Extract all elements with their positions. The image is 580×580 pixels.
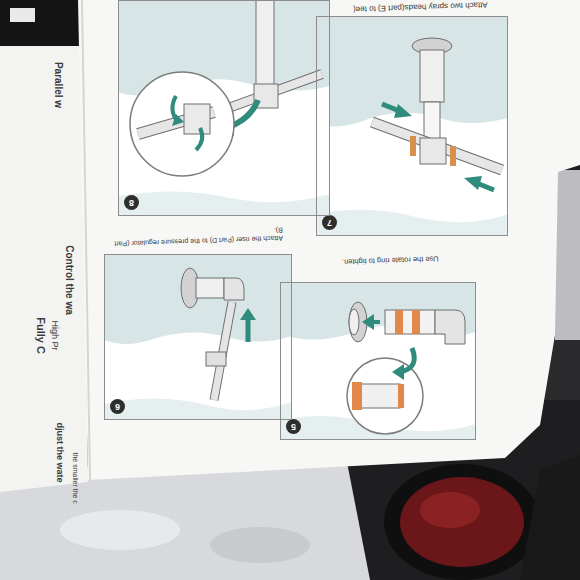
page-text: High Pr [50, 320, 61, 350]
step-number: 8 [124, 195, 139, 210]
step-caption: Attach two spray heads(part E) to tee( [352, 0, 487, 14]
page-text: Control the wa [62, 245, 74, 314]
page-text: the smaller the c [70, 453, 78, 504]
step-number: 6 [110, 399, 125, 414]
step-number: 5 [286, 419, 301, 434]
step-panel: 8 [118, 0, 330, 216]
step-panel: 6 [104, 254, 292, 420]
step-panel: 5 [280, 282, 476, 440]
page-text: Parallel w [52, 62, 64, 108]
page-text: djust the wate [55, 422, 66, 482]
step-panel: 7 [316, 16, 508, 236]
step-caption: Use the rotate ring to tighten. [341, 254, 438, 266]
step-number: 7 [322, 215, 337, 230]
step-caption: Attach the riser (Part D) to the pressur… [111, 225, 283, 248]
page-text: Fully C [33, 317, 46, 354]
